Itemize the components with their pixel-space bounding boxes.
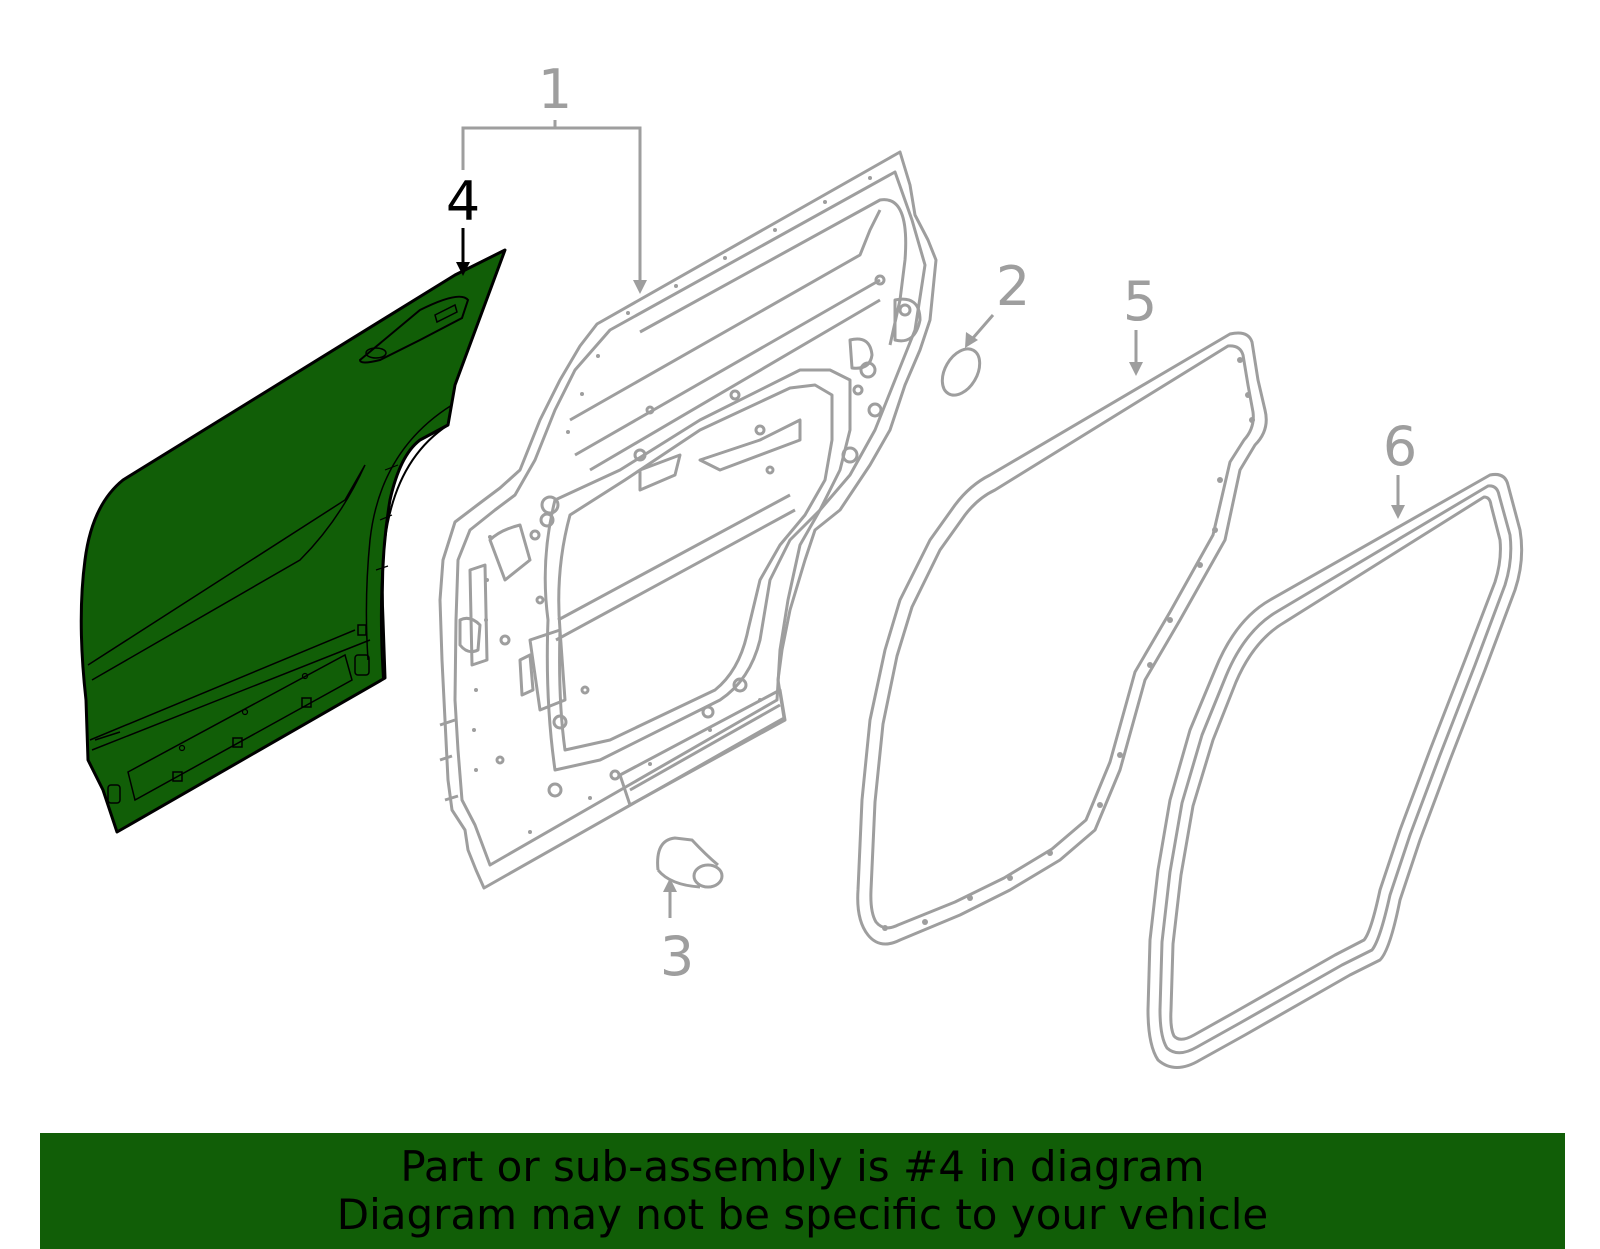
- banner-line-1: Part or sub-assembly is #4 in diagram: [400, 1142, 1205, 1191]
- part-3-bumper[interactable]: [656, 836, 724, 889]
- callout-2: 2: [996, 255, 1030, 318]
- part-6-weatherstrip[interactable]: [1146, 473, 1524, 1069]
- callout-4: 4: [446, 170, 480, 233]
- callout-5: 5: [1123, 270, 1157, 333]
- part-1-door-shell[interactable]: [438, 150, 938, 890]
- callout-3: 3: [660, 925, 694, 988]
- callout-leaders: [456, 120, 1405, 918]
- info-banner: Part or sub-assembly is #4 in diagram Di…: [40, 1133, 1565, 1249]
- part-2-plug[interactable]: [935, 342, 988, 401]
- part-4-door-outer-panel[interactable]: [79, 248, 507, 834]
- part-5-seal-clips: [882, 357, 1255, 931]
- callout-6: 6: [1383, 415, 1417, 478]
- part-5-door-seal[interactable]: [856, 331, 1268, 946]
- part-1-rivet-dots: [472, 176, 872, 834]
- callout-1: 1: [538, 58, 572, 121]
- callout-labels: 1 2 3 4 5 6: [446, 58, 1417, 988]
- banner-line-2: Diagram may not be specific to your vehi…: [336, 1190, 1269, 1239]
